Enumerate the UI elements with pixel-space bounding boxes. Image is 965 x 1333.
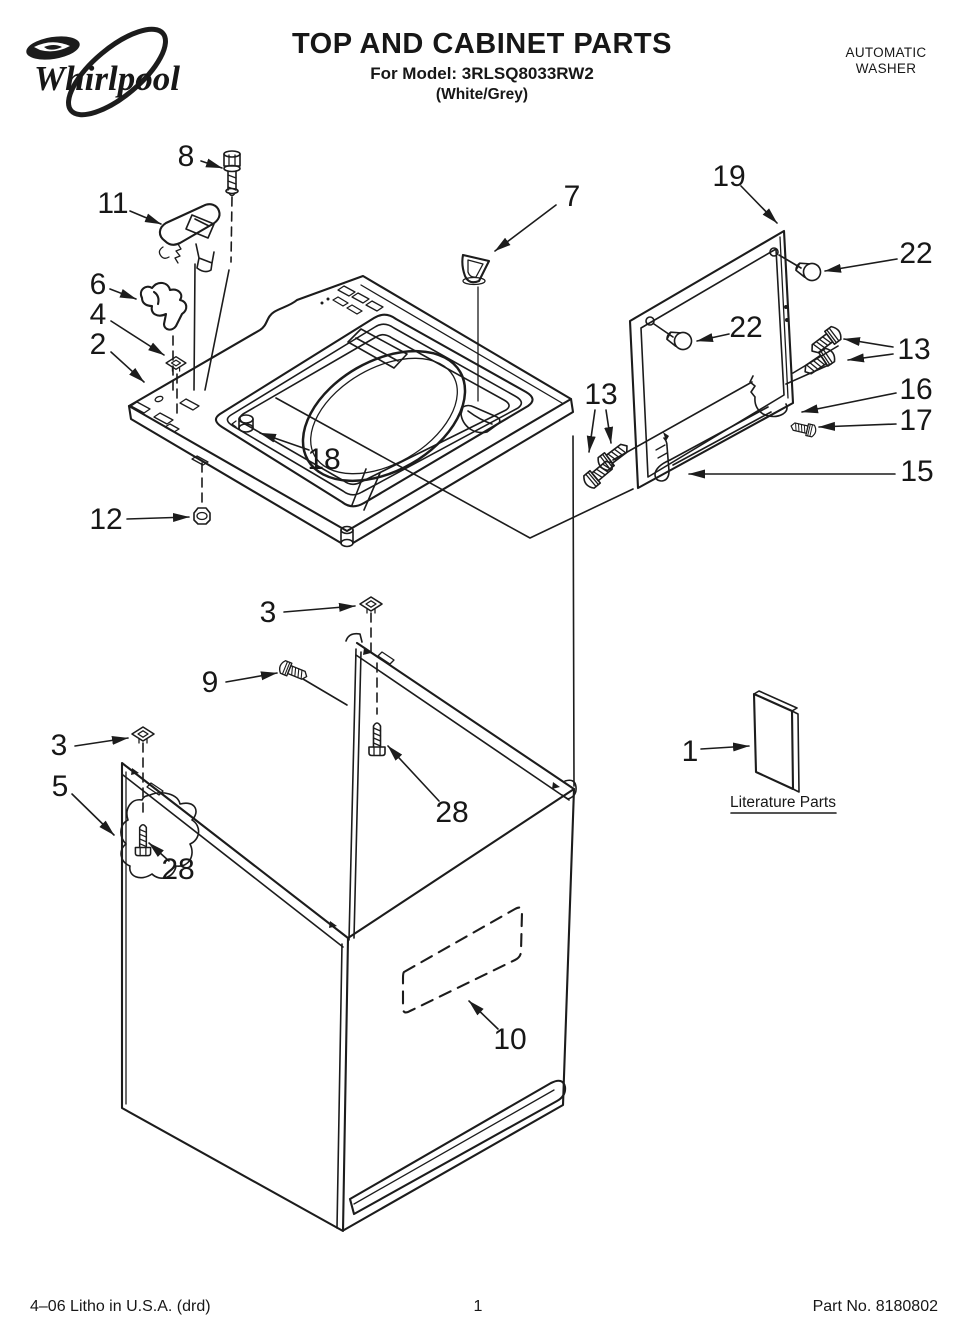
access-panel-10 — [401, 906, 524, 1014]
callout-arrow-17 — [818, 421, 897, 431]
brand-text: Whirlpool — [34, 59, 180, 98]
callout-label-15: 15 — [900, 455, 933, 488]
product-type-line2: WASHER — [856, 61, 917, 76]
callout-arrow-13 — [843, 337, 894, 348]
lid-switch-11 — [158, 203, 221, 273]
callout-arrow-5 — [71, 793, 115, 836]
callout-arrow-16 — [801, 392, 897, 414]
callout-arrow-2 — [110, 351, 145, 383]
callout-arrow-7 — [494, 204, 557, 252]
callout-label-18: 18 — [307, 443, 340, 476]
lid-assembly — [580, 229, 845, 492]
callout-label-6: 6 — [90, 268, 107, 301]
hinge-wire-16 — [749, 375, 788, 418]
callout-label-16: 16 — [899, 373, 932, 406]
callout-arrow-28 — [148, 842, 170, 862]
stud-screw-22a — [793, 256, 825, 285]
literature-label: Literature Parts — [730, 794, 836, 811]
callout-arrow-22 — [824, 258, 898, 273]
callout-label-3: 3 — [51, 729, 68, 762]
callout-label-2: 2 — [90, 328, 107, 361]
whirlpool-logo: Whirlpool — [26, 26, 180, 118]
page-title: TOP AND CABINET PARTS — [292, 28, 672, 60]
screw-8 — [223, 150, 241, 197]
header: Whirlpool TOP AND CABINET PARTS For Mode… — [26, 26, 927, 118]
callout-label-8: 8 — [178, 140, 195, 173]
callout-label-19: 19 — [712, 160, 745, 193]
callout-label-22: 22 — [899, 237, 932, 270]
nut-12 — [193, 507, 211, 525]
detail-blob — [120, 792, 200, 879]
callout-arrow-3 — [74, 735, 129, 747]
top-panel-assembly — [127, 150, 575, 548]
footer-part-number: Part No. 8180802 — [813, 1298, 939, 1315]
callout-label-4: 4 — [90, 298, 107, 331]
callout-label-7: 7 — [564, 180, 581, 213]
product-type-line1: AUTOMATIC — [846, 45, 927, 60]
callout-arrow-11 — [129, 210, 162, 225]
callout-label-28: 28 — [435, 796, 468, 829]
callout-label-10: 10 — [493, 1023, 526, 1056]
callout-label-17: 17 — [899, 404, 932, 437]
callout-label-1: 1 — [682, 735, 699, 768]
footer-page-number: 1 — [474, 1298, 483, 1315]
callout-label-12: 12 — [89, 503, 122, 536]
lid-hook-wire-15 — [654, 406, 772, 482]
screw-28-right — [368, 722, 386, 757]
callout-arrow-18 — [259, 432, 310, 451]
model-line: For Model: 3RLSQ8033RW2 — [370, 64, 594, 83]
callout-arrow-12 — [126, 513, 190, 523]
callout-arrow-1 — [700, 742, 750, 752]
callout-label-28: 28 — [161, 853, 194, 886]
callout-label-13: 13 — [897, 333, 930, 366]
clip-3-top — [359, 596, 383, 614]
clip-3-left — [131, 726, 155, 744]
callout-arrow-13 — [586, 409, 596, 453]
screw-28-left — [134, 823, 152, 857]
spacer-18 — [231, 414, 254, 433]
callout-arrow-13 — [604, 409, 614, 444]
screw-17 — [789, 419, 818, 439]
callout-arrow-28 — [387, 745, 440, 802]
footer: 4–06 Litho in U.S.A. (drd) 1 Part No. 81… — [30, 1298, 938, 1315]
callout-arrow-22 — [696, 333, 730, 342]
callout-label-22: 22 — [729, 311, 762, 344]
callout-arrow-13 — [847, 353, 894, 363]
literature-parts: Literature Parts — [730, 690, 837, 814]
clamp-6 — [139, 281, 188, 331]
stud-screw-22b — [664, 325, 696, 354]
callout-label-3: 3 — [260, 596, 277, 629]
lid-hinge-cap-7 — [461, 253, 491, 286]
screw-13d — [594, 438, 633, 474]
callout-label-13: 13 — [584, 378, 617, 411]
callout-arrow-4 — [110, 320, 165, 356]
cabinet-assembly — [120, 596, 577, 1233]
callout-label-11: 11 — [97, 187, 128, 220]
color-line: (White/Grey) — [436, 86, 528, 103]
callout-arrow-3 — [283, 602, 356, 613]
callout-arrow-6 — [109, 288, 137, 300]
callout-arrow-10 — [468, 1000, 499, 1030]
callout-arrow-19 — [740, 185, 778, 224]
footer-litho: 4–06 Litho in U.S.A. (drd) — [30, 1298, 211, 1315]
projection-lines — [275, 397, 634, 787]
callout-arrow-8 — [200, 158, 223, 169]
callout-arrow-9 — [225, 671, 278, 683]
clip-4 — [165, 355, 187, 372]
callout-label-9: 9 — [202, 666, 219, 699]
callout-label-5: 5 — [52, 770, 69, 803]
